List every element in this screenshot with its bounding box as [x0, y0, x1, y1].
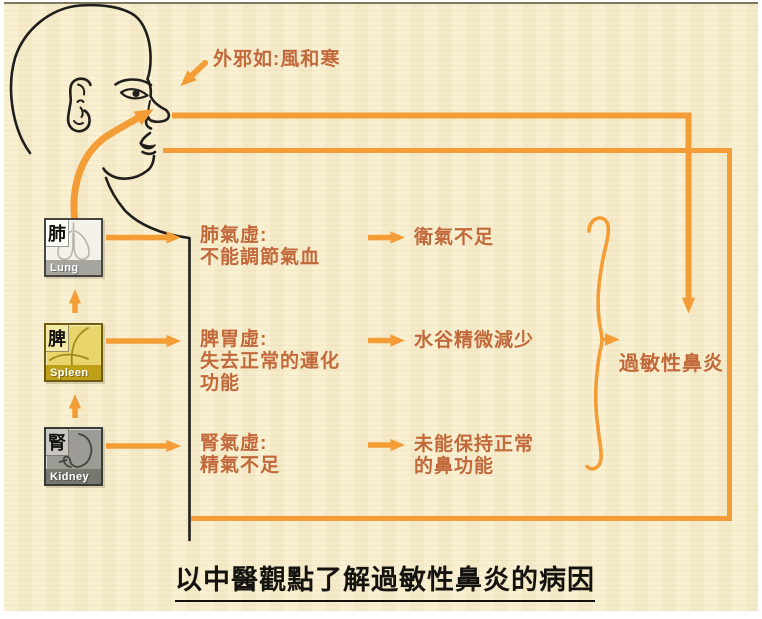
lung-box: 肺 Lung: [44, 218, 103, 277]
kidney-box: 腎 Kidney: [44, 427, 103, 486]
spleen-effect-line: 水谷精微減少: [414, 330, 535, 351]
gathering-brace: [585, 216, 611, 471]
lung-hanzi: 肺: [46, 220, 69, 247]
lung-cause-text: 肺氣虛: 不能調節氣血: [200, 225, 320, 269]
eyebrow-line: [114, 78, 153, 87]
ear-inner-line: [73, 83, 86, 126]
pathogen-arrow: [180, 60, 208, 87]
spleen-cause-line: 失去正常的運化: [200, 351, 341, 372]
spleen-hanzi: 脾: [46, 325, 69, 352]
spleen-effect-text: 水谷精微減少: [414, 330, 534, 352]
spleen-cause-text: 脾胃虛: 失去正常的運化 功能: [200, 329, 340, 395]
mouth-opening: [139, 142, 156, 150]
lower-lip-line: [141, 150, 157, 156]
kidney-cause-line: 腎氣虛:: [200, 433, 268, 454]
spleen-icon: [49, 327, 89, 367]
nostril-dot: [149, 119, 156, 123]
lung-cause-line: 肺氣虛:: [200, 225, 268, 246]
kidney-effect-line: 未能保持正常: [414, 434, 535, 455]
outcome-label: 過敏性鼻炎: [619, 353, 724, 375]
spleen-cause-line: 脾胃虛:: [200, 329, 268, 350]
nose-outflow-line-arrow: [172, 112, 696, 314]
kidney-cause-text: 腎氣虛: 精氣不足: [200, 433, 280, 477]
head-profile-drawing: [9, 3, 191, 542]
lung-effect-line: 衛氣不足: [414, 227, 495, 248]
pathogen-label: 外邪如:風和寒: [213, 49, 341, 70]
ear-outline: [66, 77, 92, 133]
lung-cause-line: 不能調節氣血: [200, 247, 321, 268]
spleen-box: 脾 Spleen: [44, 323, 103, 382]
neck-shoulder-body-line: [104, 176, 191, 542]
lung-name-band: Lung: [46, 260, 101, 275]
qi-flow-curve-arrow: [70, 109, 154, 226]
kidney-cause-line: 精氣不足: [200, 455, 281, 476]
lung-effect-text: 衛氣不足: [414, 227, 494, 249]
head-outline: [9, 3, 171, 155]
orange-flow-lines: [68, 60, 732, 521]
spleen-cause-line: 功能: [200, 373, 241, 394]
kidney-name-band: Kidney: [46, 469, 101, 484]
chin-jaw-line: [102, 154, 156, 180]
spleen-name-band: Spleen: [46, 365, 101, 380]
mouth-return-line: [163, 148, 732, 521]
kidney-effect-text: 未能保持正常 的鼻功能: [414, 434, 534, 478]
eye-pupil: [132, 89, 140, 98]
philtrum-line: [139, 131, 152, 145]
kidney-effect-line: 的鼻功能: [414, 456, 495, 477]
page-title: 以中醫觀點了解過敏性鼻炎的病因: [175, 558, 595, 602]
kidney-hanzi: 腎: [46, 429, 69, 456]
eye-outline: [119, 88, 149, 100]
paper-background: [4, 2, 758, 611]
